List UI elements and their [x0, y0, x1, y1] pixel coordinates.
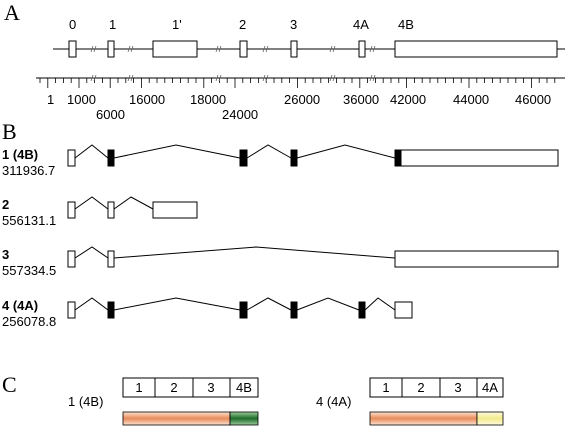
genomic-map	[53, 40, 565, 58]
segment-label: 1	[382, 380, 389, 395]
segment-label: 3	[207, 380, 214, 395]
ruler-label-18000: 18000	[190, 92, 226, 107]
transcript-2: 2 556131.1	[2, 196, 198, 228]
exon-labels: 0 1 1' 2 3 4A 4B	[69, 17, 414, 32]
exon-label-1-prime: 1'	[172, 17, 182, 32]
transcript-name: 2	[2, 197, 9, 212]
segment-label: 4A	[482, 380, 498, 395]
exon-0	[68, 40, 77, 58]
transcript-value: 557334.5	[2, 263, 56, 278]
protein-bar-orange	[122, 411, 231, 426]
exon-1	[107, 40, 115, 58]
segment-label: 1	[135, 380, 142, 395]
protein-label: 4 (4A)	[316, 394, 351, 409]
transcript-value: 256078.8	[2, 314, 56, 329]
transcript-4: 4 (4A) 256078.8	[2, 297, 413, 329]
ruler-label-1: 1	[47, 92, 54, 107]
transcript-name: 4 (4A)	[2, 298, 38, 313]
exon-2	[239, 40, 248, 58]
ruler-label-46000: 46000	[515, 92, 551, 107]
ruler-label-24000: 24000	[222, 107, 258, 122]
exon-1-prime	[152, 40, 198, 58]
transcript-name: 3	[2, 247, 9, 262]
ruler-label-36000: 36000	[343, 92, 379, 107]
exon-label-3: 3	[290, 17, 297, 32]
segment-label: 4B	[236, 380, 252, 395]
exon-4a	[358, 40, 366, 58]
panel-label-a: A	[4, 0, 20, 25]
ruler-label-16000: 16000	[129, 92, 165, 107]
ruler-label-44000: 44000	[453, 92, 489, 107]
transcript-value: 556131.1	[2, 213, 56, 228]
transcript-3: 3 557334.5	[2, 246, 559, 278]
ruler-ticks	[39, 78, 556, 88]
exon-label-2: 2	[239, 17, 246, 32]
segment-label: 3	[454, 380, 461, 395]
ruler-label-26000: 26000	[284, 92, 320, 107]
exon-label-1: 1	[109, 17, 116, 32]
ruler-label-6000: 6000	[96, 107, 125, 122]
segment-label: 2	[170, 380, 177, 395]
segment-label: 2	[417, 380, 424, 395]
break-marks-genomic	[90, 45, 376, 53]
break-marks-ruler	[90, 74, 376, 82]
exon-label-0: 0	[69, 17, 76, 32]
exon-label-4a: 4A	[353, 17, 369, 32]
panel-label-b: B	[2, 119, 17, 144]
exon-label-4b: 4B	[398, 17, 414, 32]
protein-label: 1 (4B)	[68, 394, 103, 409]
exon-4b	[394, 40, 558, 58]
transcript-1: 1 (4B) 311936.7	[2, 144, 559, 178]
ruler-label-42000: 42000	[390, 92, 426, 107]
ruler-labels: 1 1000 16000 18000 26000 36000 42000 440…	[47, 92, 551, 122]
transcript-value: 311936.7	[2, 163, 55, 178]
protein-diagram-4-4a: 4 (4A) 1 2 3 4A	[316, 377, 504, 426]
exon-3	[290, 40, 298, 58]
protein-bar-green	[229, 411, 259, 426]
protein-bar-yellow	[476, 411, 504, 426]
protein-bar-orange	[369, 411, 478, 426]
protein-diagram-1-4b: 1 (4B) 1 2 3 4B	[68, 377, 259, 426]
ruler-label-1000: 1000	[67, 92, 96, 107]
panel-label-c: C	[2, 372, 17, 397]
transcript-name: 1 (4B)	[2, 147, 38, 162]
